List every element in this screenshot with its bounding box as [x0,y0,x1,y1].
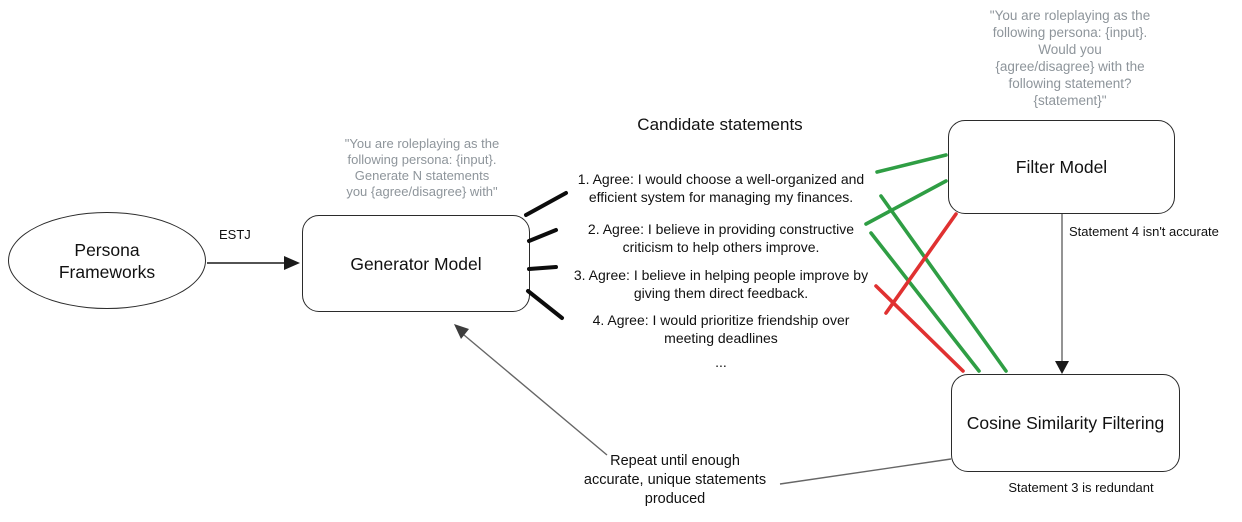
statement-1-to-cosine-pass-line [879,194,1008,373]
generator-model-label: Generator Model [350,253,482,274]
filter-prompt-text: "You are roleplaying as the following pe… [989,8,1151,108]
generator-model-node: Generator Model [302,215,530,312]
candidate-statements-ellipsis: ... [715,354,727,370]
candidate-statements-title: Candidate statements [637,115,803,134]
cosine-similarity-node: Cosine Similarity Filtering [951,374,1180,472]
estj-edge-label: ESTJ [219,227,251,242]
candidate-statement-4: 4. Agree: I would prioritize friendship … [592,312,850,346]
repeat-loop-note: Repeat until enough accurate, unique sta… [583,453,767,507]
persona-to-generator-arrowhead-icon [284,256,300,270]
filter-model-node: Filter Model [948,120,1175,214]
filter-to-statement-4-fail-line [884,212,958,315]
candidate-statement-3: 3. Agree: I believe in helping people im… [573,267,869,301]
filter-model-label: Filter Model [1015,157,1108,177]
cosine-similarity-label: Cosine Similarity Filtering [966,413,1165,433]
candidate-statement-1: 1. Agree: I would choose a well-organize… [577,171,865,205]
candidate-statement-2: 2. Agree: I believe in providing constru… [587,221,855,255]
cosine-rejection-note: Statement 3 is redundant [1008,480,1154,495]
repeat-to-generator-arrowhead-icon [454,324,469,339]
cosine-to-repeat-note-line [779,458,952,485]
filter-rejection-note: Statement 4 isn't accurate [1069,224,1219,239]
persona-frameworks-node: Persona Frameworks [8,212,206,309]
filter-to-cosine-arrowhead-icon [1055,361,1069,374]
persona-frameworks-label: Persona Frameworks [58,239,156,282]
generator-prompt-text: "You are roleplaying as the following pe… [344,136,500,199]
